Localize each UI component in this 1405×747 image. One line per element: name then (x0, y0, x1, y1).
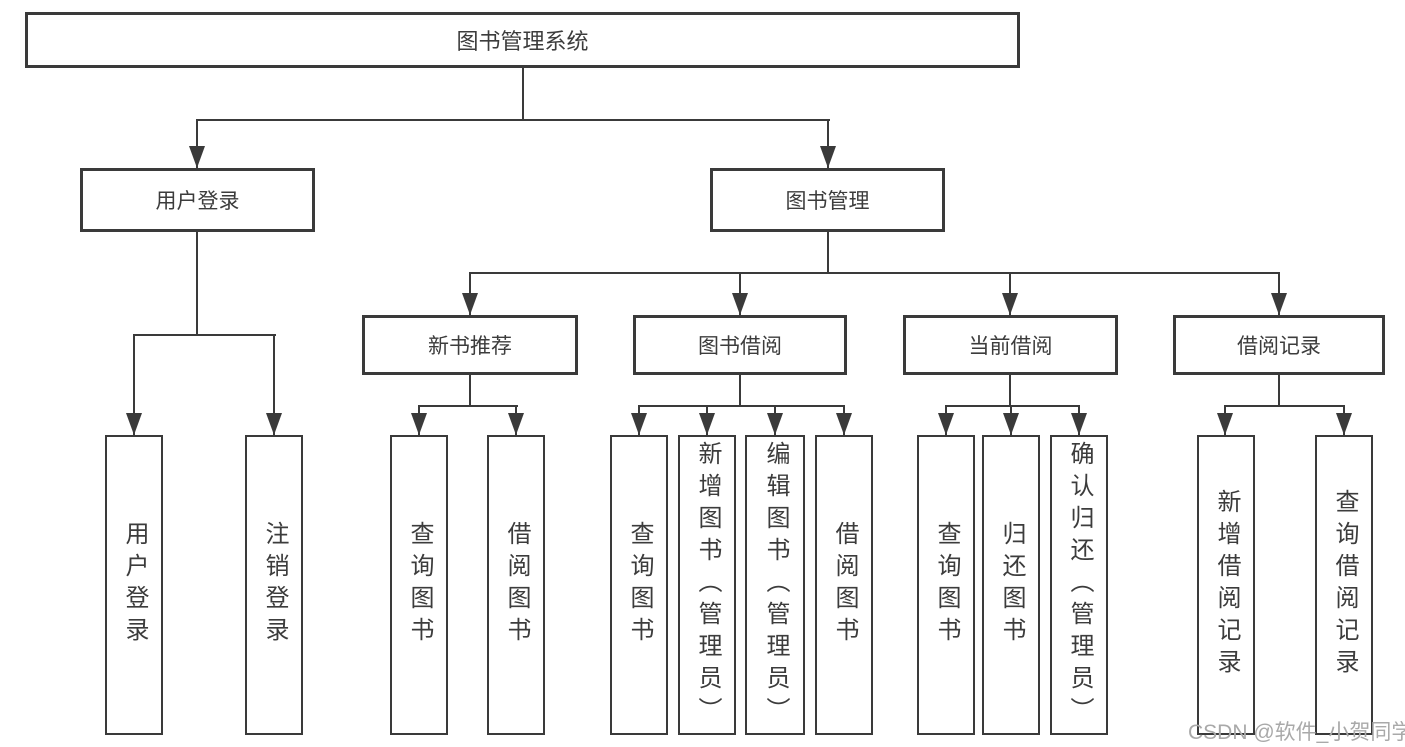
connector-line (1009, 375, 1011, 407)
leaf-query-borrow-record-label: 查询借阅记录 (1331, 489, 1358, 681)
arrowhead-down-icon (1271, 293, 1287, 315)
node-current-borrow: 当前借阅 (903, 315, 1118, 375)
leaf-borrow-query-books: 查询图书 (610, 435, 668, 735)
arrowhead-down-icon (1217, 413, 1233, 435)
arrowhead-down-icon (411, 413, 427, 435)
node-root-label: 图书管理系统 (456, 29, 589, 54)
connector-line (739, 375, 741, 407)
leaf-query-borrow-record: 查询借阅记录 (1315, 435, 1373, 735)
leaf-edit-books-admin: 编辑图书（管理员） (745, 435, 805, 735)
leaf-edit-books-admin-label: 编辑图书（管理员） (762, 441, 789, 729)
node-borrow-records: 借阅记录 (1173, 315, 1385, 375)
connector-line (522, 68, 524, 121)
leaf-user-login-label: 用户登录 (121, 521, 148, 649)
arrowhead-down-icon (767, 413, 783, 435)
arrowhead-down-icon (508, 413, 524, 435)
connector-line (1278, 375, 1280, 407)
arrowhead-down-icon (1336, 413, 1352, 435)
leaf-add-borrow-record-label: 新增借阅记录 (1213, 489, 1240, 681)
leaf-recommend-borrow-books-label: 借阅图书 (503, 521, 530, 649)
leaf-recommend-borrow-books: 借阅图书 (487, 435, 545, 735)
leaf-logout: 注销登录 (245, 435, 303, 735)
arrowhead-down-icon (266, 413, 282, 435)
arrowhead-down-icon (1071, 413, 1087, 435)
connector-line (945, 405, 1080, 407)
node-new-book-recommend-label: 新书推荐 (428, 335, 512, 358)
node-book-management: 图书管理 (710, 168, 945, 232)
leaf-borrow-books-label: 借阅图书 (831, 521, 858, 649)
leaf-user-login: 用户登录 (105, 435, 163, 735)
leaf-return-books-label: 归还图书 (998, 521, 1025, 649)
leaf-recommend-query-books-label: 查询图书 (406, 521, 433, 649)
connector-line (273, 334, 275, 435)
arrowhead-down-icon (1003, 413, 1019, 435)
leaf-borrow-books: 借阅图书 (815, 435, 873, 735)
leaf-borrow-query-books-label: 查询图书 (626, 521, 653, 649)
leaf-recommend-query-books: 查询图书 (390, 435, 448, 735)
connector-line (196, 232, 198, 336)
leaf-add-borrow-record: 新增借阅记录 (1197, 435, 1255, 735)
leaf-logout-label: 注销登录 (261, 521, 288, 649)
connector-line (133, 334, 135, 435)
connector-line (469, 272, 1280, 274)
node-current-borrow-label: 当前借阅 (968, 335, 1053, 358)
connector-line (827, 119, 829, 168)
connector-line (133, 334, 276, 336)
arrowhead-down-icon (631, 413, 647, 435)
arrowhead-down-icon (938, 413, 954, 435)
arrowhead-down-icon (836, 413, 852, 435)
connector-line (196, 119, 830, 121)
node-book-borrow: 图书借阅 (633, 315, 847, 375)
connector-line (1224, 405, 1344, 407)
node-user-login: 用户登录 (80, 168, 315, 232)
leaf-return-books: 归还图书 (982, 435, 1040, 735)
node-book-management-label: 图书管理 (785, 190, 870, 213)
leaf-current-query-books-label: 查询图书 (933, 521, 960, 649)
leaf-current-query-books: 查询图书 (917, 435, 975, 735)
connector-line (469, 375, 471, 407)
connector-line (638, 405, 845, 407)
leaf-add-books-admin: 新增图书（管理员） (678, 435, 736, 735)
arrowhead-down-icon (189, 146, 205, 168)
connector-line (827, 232, 829, 274)
node-user-login-label: 用户登录 (155, 190, 240, 213)
node-borrow-records-label: 借阅记录 (1237, 335, 1321, 358)
arrowhead-down-icon (1002, 293, 1018, 315)
watermark: CSDN @软件_小贺同学 (1188, 721, 1405, 744)
node-root: 图书管理系统 (25, 12, 1020, 68)
arrowhead-down-icon (462, 293, 478, 315)
arrowhead-down-icon (820, 146, 836, 168)
arrowhead-down-icon (699, 413, 715, 435)
connector-line (418, 405, 518, 407)
leaf-add-books-admin-label: 新增图书（管理员） (694, 441, 721, 729)
arrowhead-down-icon (126, 413, 142, 435)
connector-line (196, 119, 198, 168)
arrowhead-down-icon (732, 293, 748, 315)
node-book-borrow-label: 图书借阅 (698, 335, 782, 358)
leaf-confirm-return-admin: 确认归还（管理员） (1050, 435, 1108, 735)
leaf-confirm-return-admin-label: 确认归还（管理员） (1066, 441, 1093, 729)
node-new-book-recommend: 新书推荐 (362, 315, 578, 375)
